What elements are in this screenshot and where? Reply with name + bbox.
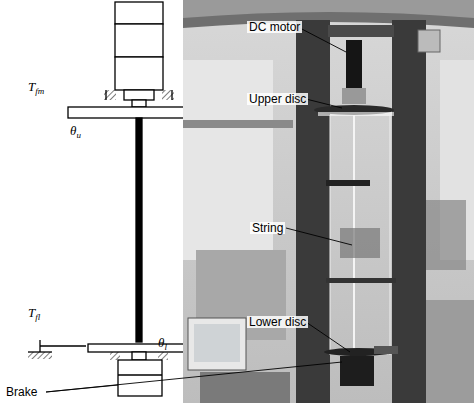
part-label: Brake bbox=[6, 386, 37, 398]
photograph bbox=[183, 0, 474, 403]
part-label: Lower disc bbox=[247, 316, 308, 328]
angle-symbol: θu bbox=[70, 124, 81, 140]
part-label: Upper disc bbox=[247, 93, 308, 105]
leader-lines bbox=[46, 27, 352, 392]
part-label: DC motor bbox=[247, 21, 302, 33]
torque-symbol: Tfm bbox=[28, 80, 44, 96]
schematic bbox=[28, 2, 206, 396]
angle-symbol: θl bbox=[158, 336, 167, 352]
part-label: String bbox=[250, 222, 285, 234]
torque-symbol: Tfl bbox=[28, 306, 40, 322]
